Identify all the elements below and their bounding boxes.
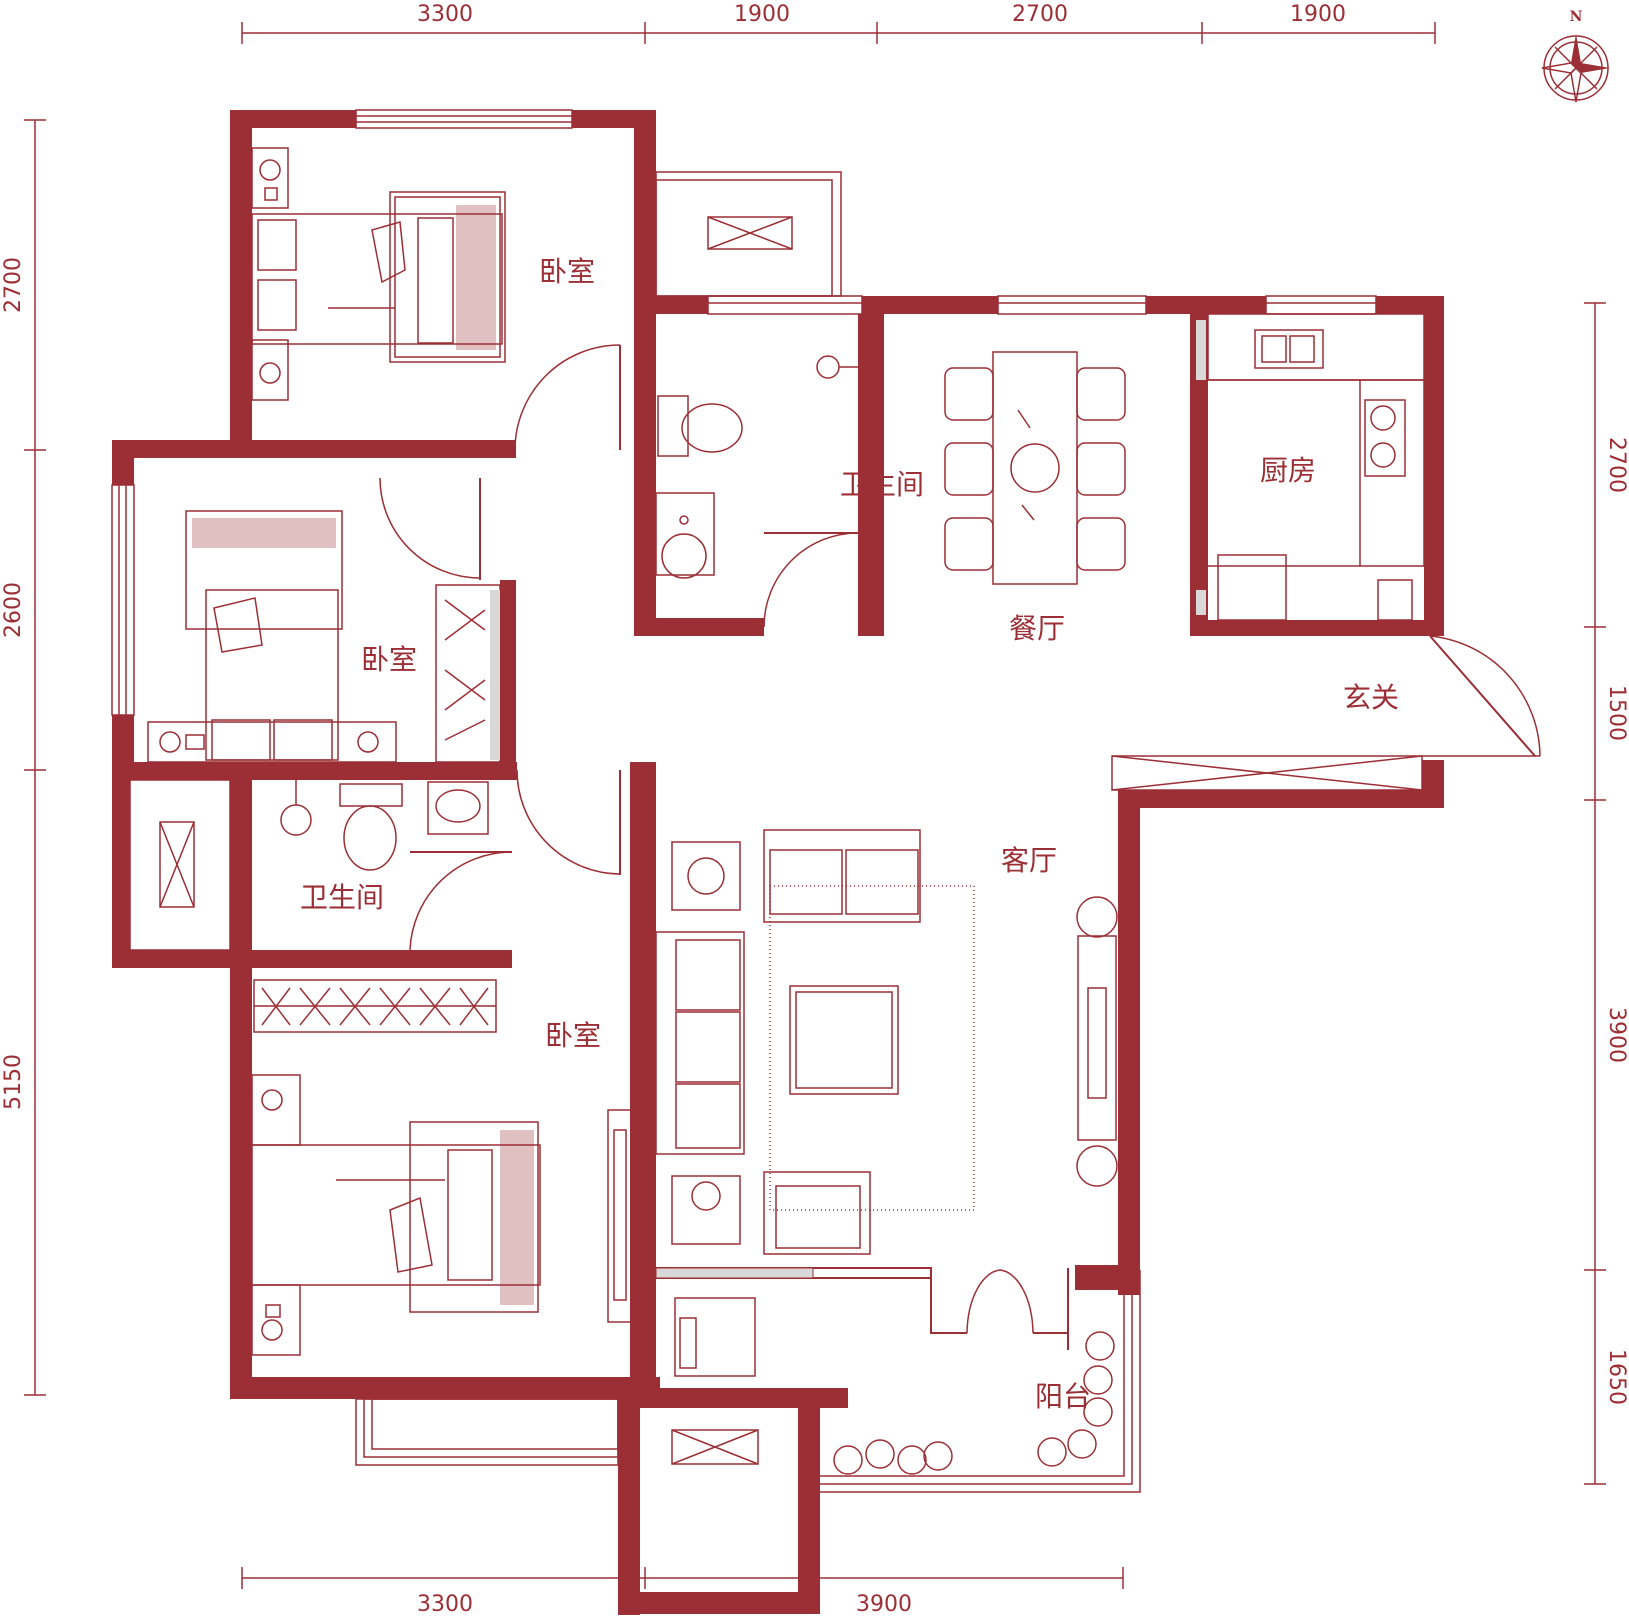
dining-chairs (944, 367, 1126, 571)
label-bathroom-upper: 卫生间 (840, 468, 924, 501)
room-labels: 卧室 卧室 卧室 卫生间 卫生间 餐厅 厨房 玄关 客厅 阳台 (300, 255, 1399, 1413)
label-balcony: 阳台 (1035, 1380, 1091, 1413)
doors (379, 344, 1541, 1334)
label-dining-room: 餐厅 (1009, 612, 1065, 645)
dim-top-3: 2700 (1012, 2, 1068, 27)
dim-left-1: 2700 (1, 257, 26, 313)
compass-icon: N (1541, 9, 1610, 103)
bed-bottom-bedroom (251, 979, 633, 1356)
bathroom-upper-fixtures (655, 355, 858, 579)
walls (112, 110, 1444, 1615)
balcony-fixtures (674, 1297, 1115, 1475)
bed-middle-bedroom (147, 510, 501, 763)
dim-top-4: 1900 (1290, 2, 1346, 27)
dim-left-3: 5150 (1, 1054, 26, 1110)
compass-north-label: N (1570, 9, 1583, 25)
dim-top-2: 1900 (734, 2, 790, 27)
label-foyer: 玄关 (1343, 681, 1399, 714)
dim-right-3: 3900 (1604, 1007, 1629, 1063)
label-bathroom-lower: 卫生间 (300, 881, 384, 914)
dim-left-2: 2600 (1, 582, 26, 638)
dim-bottom-2: 3900 (856, 1592, 912, 1617)
dimension-lines (24, 22, 1606, 1589)
label-bedroom-middle: 卧室 (361, 643, 417, 676)
dim-top-1: 3300 (417, 2, 473, 27)
bed-top-bedroom (251, 147, 506, 401)
label-kitchen: 厨房 (1260, 454, 1316, 487)
living-room-furniture (655, 829, 1118, 1255)
dim-right-1: 2700 (1604, 437, 1629, 493)
dim-right-2: 1500 (1604, 685, 1629, 741)
windows (111, 109, 1423, 1493)
label-living-room: 客厅 (1001, 844, 1057, 877)
label-bedroom-bottom: 卧室 (545, 1019, 601, 1052)
label-bedroom-top: 卧室 (539, 255, 595, 288)
dining-table (944, 351, 1126, 585)
dim-right-4: 1650 (1604, 1349, 1629, 1405)
dim-bottom-1: 3300 (417, 1592, 473, 1617)
bathroom-lower-fixtures (280, 780, 489, 871)
kitchen-fixtures (1196, 313, 1425, 621)
